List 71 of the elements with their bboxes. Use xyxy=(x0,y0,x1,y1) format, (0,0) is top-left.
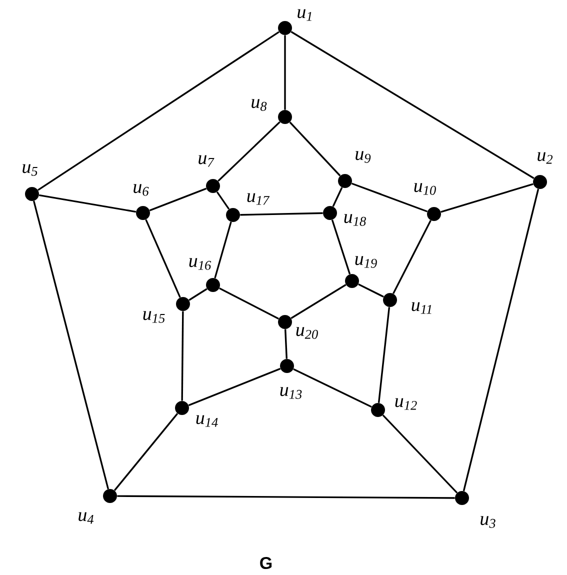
graph-edge xyxy=(462,188,540,492)
graph-edge xyxy=(293,368,372,408)
graph-edge xyxy=(145,219,181,298)
vertex-dot xyxy=(533,175,547,189)
vertex-dot xyxy=(455,491,469,505)
graph-edge xyxy=(216,191,230,210)
graph-edge xyxy=(117,495,455,499)
graph-edge xyxy=(149,188,207,212)
graph-edge xyxy=(284,35,286,110)
vertex-label: u$_{16}$ xyxy=(189,258,212,270)
graph-edge xyxy=(214,222,232,278)
graph-edge xyxy=(382,414,458,494)
graph-edge xyxy=(181,311,184,401)
vertex-label: u$_{20}$ xyxy=(296,327,318,339)
graph-edge xyxy=(290,31,534,179)
graph-edge xyxy=(188,368,281,406)
vertex-label: u$_{3}$ xyxy=(480,516,496,528)
vertex-label: u$_{6}$ xyxy=(134,184,149,196)
graph-edge xyxy=(38,31,280,191)
caption: G xyxy=(260,556,272,570)
vertex-dot xyxy=(278,110,292,124)
vertex-dot xyxy=(278,315,292,329)
graph-edge xyxy=(289,122,341,176)
vertex-label: u$_{7}$ xyxy=(198,155,214,167)
vertex-label: u$_{4}$ xyxy=(78,512,94,524)
graph-edge xyxy=(218,121,280,182)
vertex-dot xyxy=(371,403,385,417)
vertex-dot xyxy=(25,187,39,201)
vertex-dot xyxy=(103,489,117,503)
graph-edge xyxy=(378,307,390,403)
vertex-label: u$_{2}$ xyxy=(538,152,553,164)
vertex-label: u$_{10}$ xyxy=(414,183,436,195)
vertex-label: u$_{8}$ xyxy=(252,99,267,111)
graph-edge xyxy=(284,329,288,359)
vertex-dot xyxy=(226,208,240,222)
vertex-dot xyxy=(338,174,352,188)
graph-edge xyxy=(38,194,136,213)
vertex-dot xyxy=(427,207,441,221)
vertex-label: u$_{19}$ xyxy=(355,256,377,268)
vertex-label: u$_{5}$ xyxy=(22,164,38,176)
vertex-label: u$_{11}$ xyxy=(412,302,432,314)
graph-edge xyxy=(32,200,110,490)
vertex-dot xyxy=(345,274,359,288)
vertex-label: u$_{13}$ xyxy=(280,387,302,399)
vertex-dot xyxy=(323,206,337,220)
graph-edge xyxy=(392,220,432,294)
vertex-label: u$_{14}$ xyxy=(196,415,218,427)
graph-edge xyxy=(240,212,323,216)
vertex-label: u$_{15}$ xyxy=(143,311,165,323)
vertex-label: u$_{1}$ xyxy=(298,9,312,21)
vertex-dot xyxy=(176,297,190,311)
vertex-label: u$_{9}$ xyxy=(356,151,371,163)
graph-edge xyxy=(351,182,428,212)
vertex-dot xyxy=(383,293,397,307)
vertex-dot xyxy=(206,179,220,193)
vertex-label: u$_{18}$ xyxy=(344,214,366,226)
vertex-dot xyxy=(206,278,220,292)
graph-edge xyxy=(332,187,343,207)
vertex-dot xyxy=(136,206,150,220)
graph-edge xyxy=(358,283,384,298)
vertex-label: u$_{17}$ xyxy=(247,193,270,205)
vertex-dot xyxy=(175,401,189,415)
graph-edge xyxy=(290,284,346,319)
graph-edge xyxy=(188,288,208,301)
vertex-dot xyxy=(280,359,294,373)
graph-edge xyxy=(114,413,178,491)
graph-edge xyxy=(440,183,534,213)
vertex-label: u$_{12}$ xyxy=(395,398,417,410)
vertex-dot xyxy=(278,21,292,35)
graph-edge xyxy=(219,288,279,320)
graph-edge xyxy=(331,220,351,274)
